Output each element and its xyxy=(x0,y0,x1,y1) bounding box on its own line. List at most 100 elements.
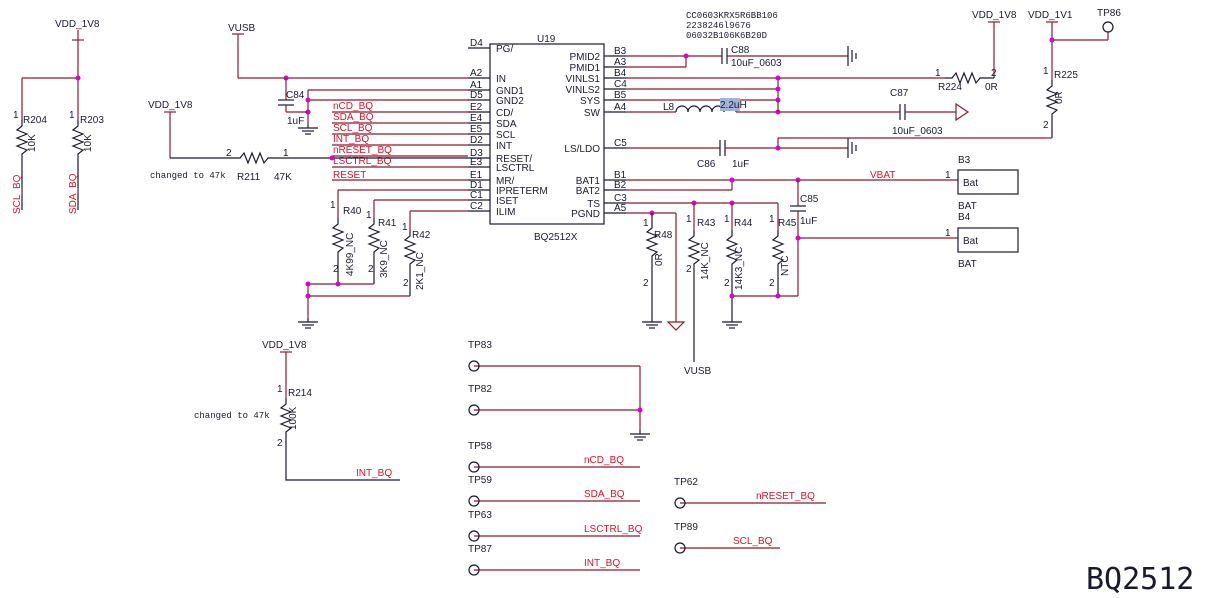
b3-ref: B3 xyxy=(958,155,971,166)
ic-pin-name: INT xyxy=(496,141,512,152)
b3-net: BAT xyxy=(958,201,977,212)
note-changed-1: changed to 47k xyxy=(150,171,226,181)
ic-pin-number: B4 xyxy=(614,68,627,79)
net-sda-bq-a: SDA_BQ xyxy=(68,173,79,214)
tp87-circle xyxy=(468,564,480,576)
battery-section: VBAT 1 Bat B3 BAT C85 1uF 1 Bat B4 BAT R… xyxy=(626,155,1019,377)
ic-pin-name: BAT1 xyxy=(576,176,601,187)
tp83-ref: TP83 xyxy=(468,340,492,351)
ic-pin-name: SYS xyxy=(580,96,600,107)
ic-pin-name: IPRETERM xyxy=(496,186,548,197)
tp63-net: LSCTRL_BQ xyxy=(584,524,643,535)
r48-value: 0R xyxy=(654,253,665,266)
net-vusb-b: VUSB xyxy=(684,366,712,377)
svg-text:1: 1 xyxy=(643,218,649,229)
ic-pin-number: A2 xyxy=(470,68,483,79)
digital-nets: nCD_BQ SDA_BQ SCL_BQ INT_BQ nRESET_BQ LS… xyxy=(148,100,468,183)
ic-pin-number: E2 xyxy=(470,102,483,113)
ic-pin-number: B3 xyxy=(614,46,627,57)
net-reset: RESET xyxy=(333,170,366,181)
ic-pin-number: A5 xyxy=(614,203,627,214)
svg-text:2: 2 xyxy=(1043,120,1049,131)
r224-value: 0R xyxy=(985,82,998,93)
ic-pin-number: E3 xyxy=(470,157,483,168)
r44-ref: R44 xyxy=(734,218,753,229)
r40-ref: R40 xyxy=(343,206,362,217)
r211-ref: R211 xyxy=(237,172,261,183)
r203-ref: R203 xyxy=(80,115,104,126)
tp87-ref: TP87 xyxy=(468,544,492,555)
r41-value: 3K9_NC xyxy=(379,240,390,278)
svg-text:2: 2 xyxy=(403,278,409,289)
vusb-input: VUSB C84 1uF xyxy=(228,23,468,135)
tp59-net: SDA_BQ xyxy=(584,489,625,500)
tp58-ref: TP58 xyxy=(468,441,492,452)
ic-pin-name: MR/ xyxy=(496,176,515,187)
ic-pin-name: SCL xyxy=(496,130,516,141)
net-lsctrl-bq-a: LSCTRL_BQ xyxy=(333,156,392,167)
l8-value: 2.2uH xyxy=(720,100,747,111)
ic-pin-number: D1 xyxy=(470,180,483,191)
ic-pin-number: E1 xyxy=(470,170,483,181)
c86-ref: C86 xyxy=(697,159,716,170)
c86-value: 1uF xyxy=(732,159,749,170)
ic-pin-name: PMID2 xyxy=(569,52,600,63)
net-scl-bq-a: SCL_BQ xyxy=(12,174,23,214)
svg-text:2: 2 xyxy=(991,68,997,79)
c84-ref: C84 xyxy=(286,90,305,101)
note-c88-2: 2238246l9676 xyxy=(686,21,751,31)
note-changed-2: changed to 47k xyxy=(194,411,270,421)
ic-pin-name: SW xyxy=(584,108,601,119)
ic-pin-name: RESET/ xyxy=(496,154,532,165)
ic-pin-number: C4 xyxy=(614,79,627,90)
r225-ref: R225 xyxy=(1054,70,1078,81)
vdd-links: VDD_1V8 1 2 R224 0R VDD_1V1 TP86 R225 1 … xyxy=(935,8,1121,139)
svg-text:2: 2 xyxy=(724,278,730,289)
tp89-circle xyxy=(674,542,686,554)
svg-text:1: 1 xyxy=(724,214,730,225)
r41-ref: R41 xyxy=(378,218,397,229)
ic-pin-name: LS/LDO xyxy=(564,144,600,155)
iset-resistors: R40 1 4K99_NC R41 1 3K9_NC R42 1 2K1_NC … xyxy=(297,189,468,329)
tp59-ref: TP59 xyxy=(468,475,492,486)
tp58-circle xyxy=(468,461,480,473)
svg-text:2: 2 xyxy=(686,264,692,275)
note-c88-1: CC0603KRX5R6BB106 xyxy=(686,11,778,21)
net-int-bq-b: INT_BQ xyxy=(356,468,392,479)
svg-text:2: 2 xyxy=(769,278,775,289)
ic-pin-number: C2 xyxy=(470,201,483,212)
power-path: L8 2.2uH C87 10uF_0603 C86 1uF xyxy=(626,75,1046,170)
r214-ref: R214 xyxy=(288,388,312,399)
int-pullup: VDD_1V8 R214 1 2 100K changed to 47k INT… xyxy=(194,340,400,481)
svg-text:1: 1 xyxy=(283,148,289,159)
ic-pin-name: VINLS2 xyxy=(566,85,601,96)
ic-pin-number: A3 xyxy=(614,57,627,68)
ic-pin-number: D3 xyxy=(470,148,483,159)
r42-ref: R42 xyxy=(412,230,431,241)
net-vusb-a: VUSB xyxy=(228,23,256,34)
tp86-ref: TP86 xyxy=(1097,8,1121,19)
tp82-ref: TP82 xyxy=(468,384,492,395)
ic-pin-number: A4 xyxy=(614,102,627,113)
ic-pin-name: LSCTRL xyxy=(496,163,535,174)
r45-ref: R45 xyxy=(778,218,797,229)
svg-text:1: 1 xyxy=(945,170,951,181)
r42-value: 2K1_NC xyxy=(415,252,426,290)
ic-left-pins: D4PG/A2INA1GND1D5GND2E2CD/E4SDAE5SCLD2IN… xyxy=(468,38,548,218)
net-sda-bq-b: SDA_BQ xyxy=(333,112,374,123)
tp58-net: nCD_BQ xyxy=(584,455,624,466)
svg-text:1: 1 xyxy=(13,110,19,121)
ic-pin-number: C1 xyxy=(470,190,483,201)
ic-pin-name: TS xyxy=(587,199,600,210)
ic-pin-name: PMID1 xyxy=(569,63,600,74)
ic-pin-name: BAT2 xyxy=(576,186,601,197)
net-vdd-1v8-b: VDD_1V8 xyxy=(148,100,193,111)
tp82-circle xyxy=(468,404,480,416)
tp62-circle xyxy=(674,497,686,509)
ic-part: BQ2512X xyxy=(534,232,578,243)
tp63-ref: TP63 xyxy=(468,510,492,521)
tp59-circle xyxy=(468,495,480,507)
page-title: BQ2512 xyxy=(1086,562,1194,597)
